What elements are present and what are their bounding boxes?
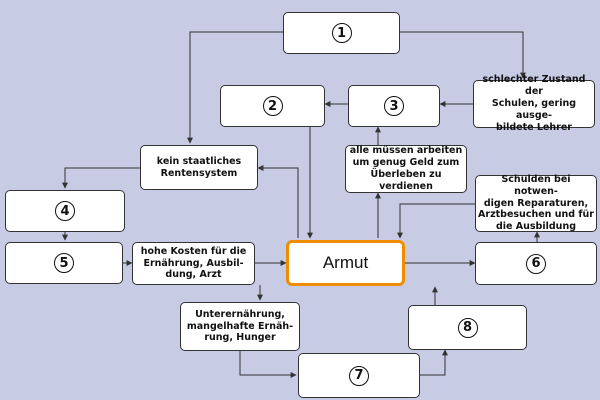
box-7: 7 [298,353,420,398]
arrow-debts-to-center [397,203,475,239]
box-pension: kein staatliches Rentensystem [140,145,258,190]
box-8: 8 [408,305,527,350]
number-3: 3 [384,96,404,116]
number-7: 7 [349,365,369,386]
box-3: 3 [348,85,440,127]
number-4: 4 [55,201,75,221]
schools-text: schlechter Zustand der Schulen, gering a… [482,74,586,133]
costs-text: hohe Kosten für die Ernährung, Ausbil- d… [140,245,247,281]
box-costs: hohe Kosten für die Ernährung, Ausbil- d… [132,242,255,285]
debts-text: Schulden bei notwen- digen Reparaturen, … [478,173,594,233]
malnutrition-text: Unterernährung, mangelhafte Ernäh- rung,… [186,308,294,344]
arrow-center-to-pension [257,165,299,238]
box-malnutrition: Unterernährung, mangelhafte Ernäh- rung,… [180,302,300,351]
box-money: alle müssen arbeiten um genug Geld zum Ü… [345,145,467,193]
box-2: 2 [220,85,325,127]
box-center-armut: Armut [286,240,405,286]
arrow-1-to-pension [187,31,283,144]
box-1: 1 [283,12,400,54]
box-schools: schlechter Zustand der Schulen, gering a… [473,74,595,133]
pension-text: kein staatliches Rentensystem [156,155,242,179]
money-text: alle müssen arbeiten um genug Geld zum Ü… [349,145,463,192]
arrow-pension-to-4 [62,167,140,189]
box-4: 4 [5,190,125,232]
arrow-1-to-schools [400,31,526,79]
arrow-7-to-8 [420,349,448,376]
box-6: 6 [475,242,597,285]
number-6: 6 [526,253,546,274]
arrow-malnutrition-to-7 [239,351,297,378]
number-1: 1 [331,23,352,43]
center-label: Armut [322,253,369,272]
box-5: 5 [5,242,123,284]
box-debts: Schulden bei notwen- digen Reparaturen, … [475,173,597,233]
number-2: 2 [262,96,283,116]
number-5: 5 [54,253,74,273]
number-8: 8 [457,317,478,338]
